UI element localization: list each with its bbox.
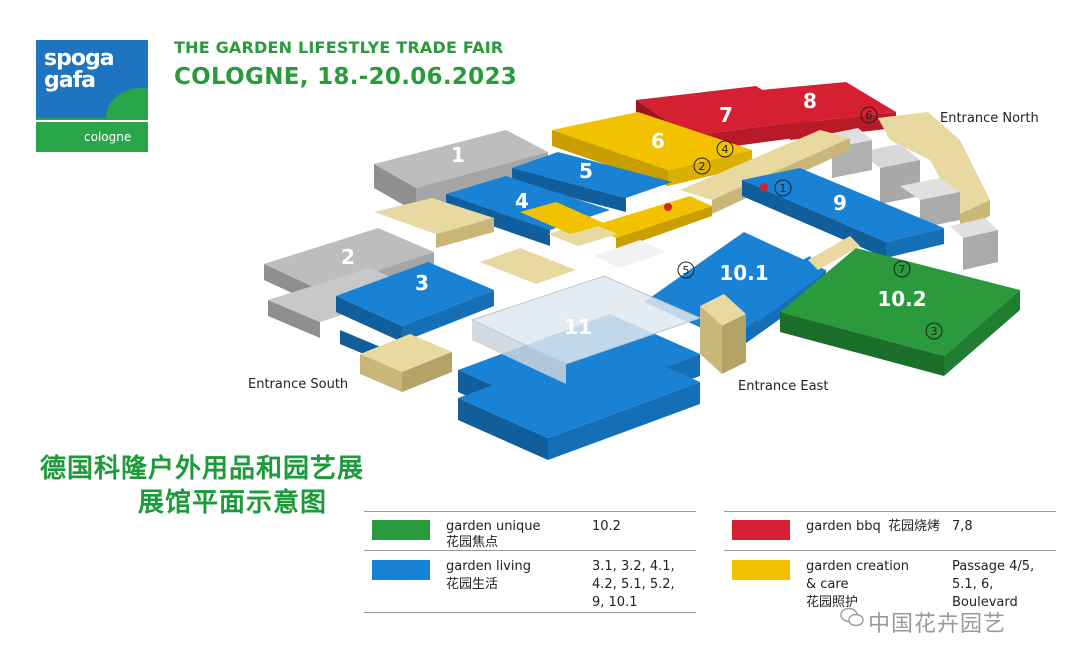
legend-creation-halls-1: Passage 4/5, (952, 559, 1035, 574)
legend-rule (724, 550, 1056, 551)
location-dot (664, 203, 672, 211)
legend-living-halls-2: 4.2, 5.1, 5.2, (592, 577, 675, 592)
logo-word-spoga: spoga (44, 46, 115, 71)
legend-creation-en-2: & care (806, 577, 849, 592)
chinese-title-line1: 德国科隆户外用品和园艺展 (40, 454, 365, 484)
legend-unique-en: garden unique (446, 519, 541, 534)
marker-7: 7 (899, 263, 906, 276)
legend-creation-cn: 花园照护 (806, 595, 859, 610)
legend-living-halls-3: 9, 10.1 (592, 595, 638, 610)
hall-label-1: 1 (451, 143, 465, 167)
legend-rule (364, 550, 696, 551)
central-passages (480, 202, 666, 284)
legend-rule (724, 511, 1056, 512)
hall-label-9: 9 (833, 191, 847, 215)
marker-1: 1 (780, 182, 787, 195)
hall-label-6: 6 (651, 129, 665, 153)
logo-city-band (36, 122, 148, 152)
hall-label-11: 11 (564, 315, 592, 339)
marker-4: 4 (722, 143, 729, 156)
marker-6: 6 (866, 109, 873, 122)
legend-swatch-unique (372, 520, 430, 540)
spoga-gafa-logo: spoga gafa cologne (36, 40, 148, 152)
entrance-north-label: Entrance North (940, 111, 1039, 126)
connector-west (374, 198, 494, 248)
legend-swatch-bbq (732, 520, 790, 540)
wechat-icon (840, 607, 864, 627)
entrance-south-building (360, 334, 452, 392)
logo-city: cologne (84, 130, 132, 144)
legend-swatch-living (372, 560, 430, 580)
hall-label-10-2: 10.2 (877, 287, 926, 311)
service-buildings (818, 128, 998, 270)
hall-label-8: 8 (803, 89, 817, 113)
legend-rule (364, 612, 696, 613)
legend-living-cn: 花园生活 (446, 577, 499, 592)
marker-3: 3 (931, 325, 938, 338)
legend-bbq-halls: 7,8 (952, 519, 973, 534)
legend-swatch-creation (732, 560, 790, 580)
location-dot (760, 183, 768, 191)
hall-label-5: 5 (579, 159, 593, 183)
legend-unique-halls: 10.2 (592, 519, 621, 534)
entrance-east-label: Entrance East (738, 379, 828, 394)
hall-label-2: 2 (341, 245, 355, 269)
legend-bbq-en: garden bbq (806, 519, 881, 534)
legend-creation-halls-2: 5.1, 6, (952, 577, 994, 592)
marker-circles (677, 106, 943, 340)
legend-creation-en-1: garden creation (806, 559, 910, 574)
hall-10-2-block (780, 248, 1020, 376)
hall-label-10-1: 10.1 (719, 261, 768, 285)
entrance-east-building (700, 236, 860, 374)
hall-5-block (512, 152, 672, 212)
fair-title: THE GARDEN LIFESTLYE TRADE FAIR (174, 38, 504, 57)
entrance-south-label: Entrance South (248, 377, 348, 392)
chinese-title-line2: 展馆平面示意图 (138, 488, 328, 518)
hall-label-7: 7 (719, 103, 733, 127)
fair-date: COLOGNE, 18.-20.06.2023 (174, 64, 518, 90)
hall-label-3: 3 (415, 271, 429, 295)
watermark: 中国花卉园艺 (868, 612, 1007, 637)
marker-2: 2 (699, 160, 706, 173)
legend-creation-halls-3: Boulevard (952, 595, 1018, 610)
hall-label-4: 4 (515, 189, 529, 213)
hall-11-block (458, 275, 702, 460)
marker-5: 5 (683, 264, 690, 277)
logo-word-gafa: gafa (44, 68, 96, 93)
legend-living-halls-1: 3.1, 3.2, 4.1, (592, 559, 675, 574)
legend-rule (364, 511, 696, 512)
legend-unique-cn: 花园焦点 (446, 535, 499, 550)
legend-bbq-cn: 花园烧烤 (888, 519, 941, 534)
legend-living-en: garden living (446, 559, 531, 574)
